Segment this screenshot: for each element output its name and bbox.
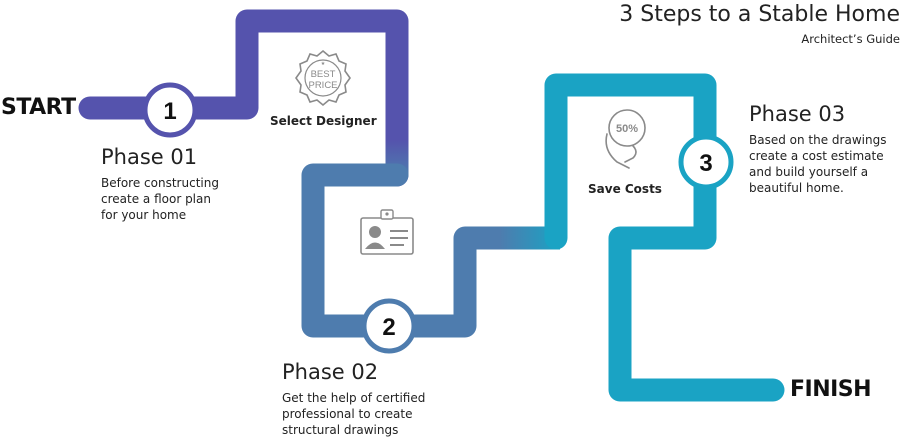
step-number-2: 2 xyxy=(382,314,395,341)
step-marker-3: 3 xyxy=(678,134,734,190)
phase-01-title: Phase 01 xyxy=(101,145,198,169)
svg-text:★: ★ xyxy=(321,61,326,67)
phase-02-description: Get the help of certified professional t… xyxy=(282,390,512,438)
phase-01-line: Before constructing xyxy=(101,176,219,190)
phase-02-title: Phase 02 xyxy=(282,360,379,384)
phase-02-line: structural drawings xyxy=(282,423,399,437)
page-subtitle: Architect’s Guide xyxy=(801,32,900,46)
road-segment-phase3 xyxy=(544,73,785,402)
step-number-3: 3 xyxy=(699,150,712,177)
phase-03-title: Phase 03 xyxy=(749,102,846,126)
svg-text:PRICE: PRICE xyxy=(308,80,337,91)
phase-03-line: and build yourself a xyxy=(749,165,869,179)
phase-02-block: Phase 02 Get the help of certified profe… xyxy=(282,360,512,438)
phase-01-description: Before constructing create a floor plan … xyxy=(101,175,281,223)
page-title: 3 Steps to a Stable Home xyxy=(619,2,900,27)
step-marker-1: 1 xyxy=(142,82,198,138)
start-label: START xyxy=(1,95,76,120)
phase-03-line: Based on the drawings xyxy=(749,133,887,147)
id-badge-icon xyxy=(360,209,414,255)
phase-03-description: Based on the drawings create a cost esti… xyxy=(749,132,909,196)
step-number-1: 1 xyxy=(163,98,176,125)
step-marker-2: 2 xyxy=(361,298,417,354)
svg-text:BEST: BEST xyxy=(311,69,336,80)
phase-03-line: create a cost estimate xyxy=(749,149,884,163)
phase-03-block: Phase 03 Based on the drawings create a … xyxy=(749,102,909,196)
phase-03-line: beautiful home. xyxy=(749,181,844,195)
phase-02-line: professional to create xyxy=(282,407,413,421)
phase-01-line: for your home xyxy=(101,208,187,222)
best-price-seal-icon: BEST PRICE ★ xyxy=(295,49,351,107)
step-label-save-costs: Save Costs xyxy=(588,182,662,196)
phase-01-line: create a floor plan xyxy=(101,192,211,206)
finish-label: FINISH xyxy=(790,377,872,402)
step-label-select-designer: Select Designer xyxy=(270,114,377,128)
svg-text:50%: 50% xyxy=(616,123,638,135)
road-segment-phase2 xyxy=(301,163,552,338)
discount-hand-icon: 50% xyxy=(605,109,646,169)
phase-02-line: Get the help of certified xyxy=(282,391,426,405)
phase-01-block: Phase 01 Before constructing create a fl… xyxy=(101,145,281,223)
